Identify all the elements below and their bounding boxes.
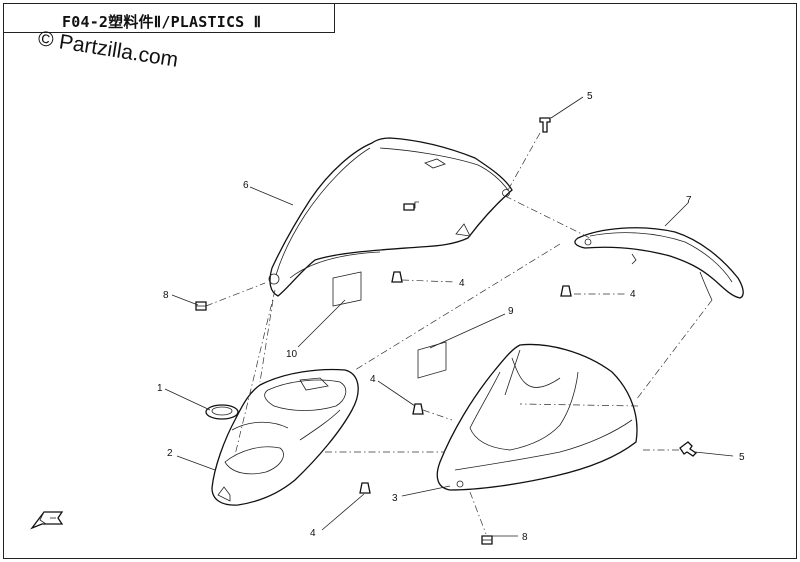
callout-4: 4 <box>370 374 376 385</box>
front-direction-arrow-icon <box>30 511 64 530</box>
fastener-part-4-upper[interactable] <box>391 271 403 283</box>
part-1-cap-seal[interactable] <box>205 404 239 420</box>
leader-lines <box>164 96 734 537</box>
callout-2: 2 <box>167 448 173 459</box>
fastener-part-4-mid[interactable] <box>412 403 424 415</box>
part-2-tank-surround[interactable] <box>211 368 359 506</box>
callout-9: 9 <box>508 306 514 317</box>
callout-1: 1 <box>157 383 163 394</box>
title-box <box>3 3 335 33</box>
callout-3: 3 <box>392 493 398 504</box>
fastener-part-4-right[interactable] <box>560 285 572 297</box>
diagram-frame <box>3 3 797 559</box>
screw-on-part-6[interactable] <box>403 203 415 211</box>
part-3-tank-cover[interactable] <box>436 343 638 491</box>
callout-7: 7 <box>686 195 692 206</box>
callout-5: 5 <box>587 91 593 102</box>
fastener-part-8-bottom[interactable] <box>481 535 493 545</box>
fastener-part-8-left[interactable] <box>195 301 207 311</box>
callout-labels: 5 6 7 8 4 4 9 10 1 4 2 5 3 4 8 <box>157 91 745 543</box>
assembly-lines <box>205 132 713 535</box>
diagram-title: F04-2塑料件Ⅱ/PLASTICS Ⅱ <box>62 13 262 31</box>
fastener-part-4-lower[interactable] <box>359 482 371 494</box>
callout-10: 10 <box>286 349 298 360</box>
fastener-part-5-right[interactable] <box>679 441 698 457</box>
callout-4: 4 <box>630 289 636 300</box>
part-7-rear-cowl[interactable] <box>574 227 744 301</box>
part-6-upper-cowl[interactable] <box>268 137 513 297</box>
callout-5: 5 <box>739 452 745 463</box>
fastener-part-5-top[interactable] <box>539 117 551 133</box>
callout-4: 4 <box>459 278 465 289</box>
part-10-decal[interactable] <box>332 271 362 307</box>
callout-4: 4 <box>310 528 316 539</box>
callout-8: 8 <box>163 290 169 301</box>
callout-8: 8 <box>522 532 528 543</box>
callout-6: 6 <box>243 180 249 191</box>
